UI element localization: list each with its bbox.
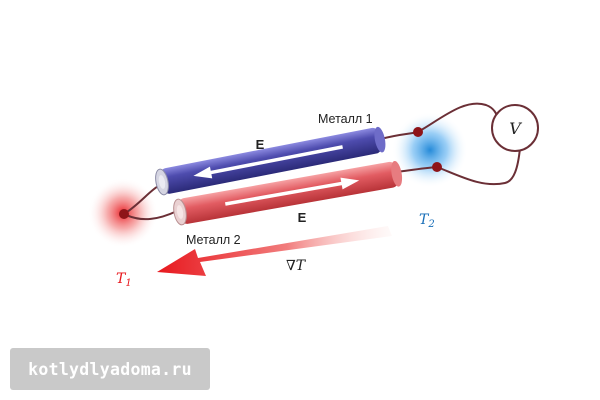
cold-junction-metal1 bbox=[413, 127, 423, 137]
metal2-rod bbox=[173, 160, 403, 226]
voltmeter-label: V bbox=[509, 119, 522, 138]
cold-junction-metal2 bbox=[432, 162, 442, 172]
t2-label: T2 bbox=[419, 212, 435, 230]
metal1-rod bbox=[155, 126, 386, 196]
field-label-bottom: E bbox=[298, 210, 307, 225]
watermark: kotlydlyadoma.ru bbox=[10, 348, 210, 390]
temperature-gradient-arrow bbox=[157, 226, 392, 276]
voltmeter bbox=[491, 104, 539, 152]
metal1-label: Металл 1 bbox=[318, 112, 373, 126]
wire-metal1-to-voltmeter bbox=[376, 102, 498, 141]
gradient-label: ∇T bbox=[286, 258, 307, 274]
cold-junction-glow bbox=[392, 112, 468, 188]
field-label-top: E bbox=[256, 137, 265, 152]
hot-junction bbox=[119, 209, 129, 219]
metal2-label: Металл 2 bbox=[186, 233, 241, 247]
t1-label: T1 bbox=[116, 271, 132, 289]
wire-metal2-to-voltmeter bbox=[396, 147, 521, 186]
watermark-text: kotlydlyadoma.ru bbox=[28, 359, 192, 379]
